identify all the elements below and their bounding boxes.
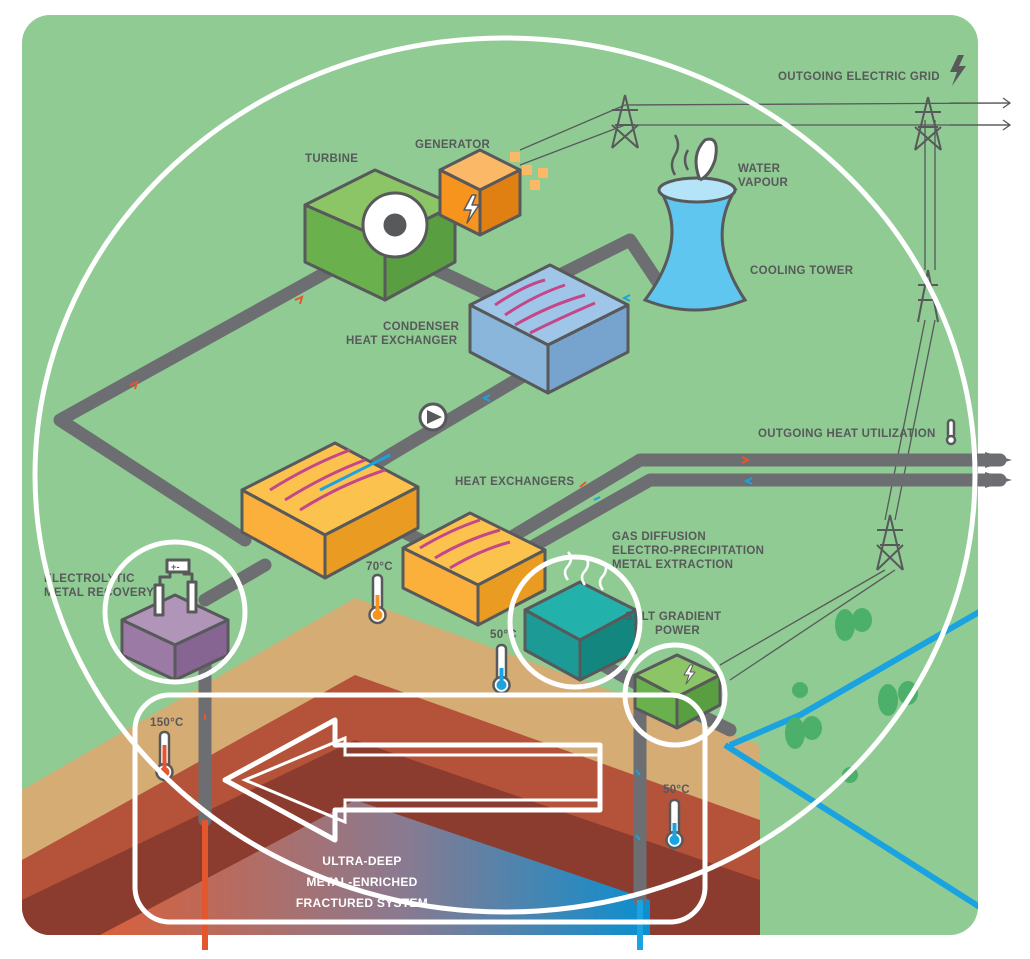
heat-exchanger-secondary	[401, 511, 547, 627]
label-turbine: TURBINE	[305, 153, 358, 165]
label-heat-exchangers: HEAT EXCHANGERS	[455, 476, 574, 488]
label-vapour: VAPOUR	[738, 177, 789, 189]
electrolytic-recovery-unit	[120, 558, 230, 682]
heat-exchanger-main	[240, 441, 420, 580]
label-condenser: CONDENSER HEAT EXCHANGER	[346, 321, 460, 347]
temp-50-salt: 50°C	[663, 784, 690, 796]
label-water: WATER	[738, 163, 781, 175]
river	[723, 742, 978, 923]
river	[728, 597, 978, 748]
generator	[438, 148, 522, 237]
label-condenser-2: HEAT EXCHANGER	[346, 335, 458, 347]
condenser-heat-exchanger	[468, 263, 630, 395]
highlight-reservoir-box	[132, 692, 708, 925]
reservoir	[100, 800, 650, 935]
label-generator: GENERATOR	[415, 139, 491, 151]
battery-label: +-	[171, 562, 180, 572]
highlight-circle-electrolytic	[102, 539, 248, 685]
label-water-vapour: WATER VAPOUR	[738, 163, 789, 189]
label-condenser-1: CONDENSER	[383, 321, 460, 333]
generator-parts	[510, 152, 548, 190]
flow-chevrons	[129, 294, 753, 841]
highlight-big-circle	[32, 35, 978, 915]
lightning-icon	[950, 55, 966, 86]
gas-diffusion-unit	[523, 551, 638, 682]
pump-icon	[418, 402, 448, 432]
temp-150: 150°C	[150, 717, 184, 729]
arrow-right-icon	[985, 452, 1012, 488]
cooling-tower	[642, 134, 748, 312]
label-outgoing-grid: OUTGOING ELECTRIC GRID	[778, 71, 940, 83]
power-lines	[519, 102, 1011, 681]
temp-70: 70°C	[366, 561, 393, 573]
turbine	[303, 168, 457, 302]
label-outgoing-heat: OUTGOING HEAT UTILIZATION	[758, 428, 936, 440]
flow-arrow-left-inner	[241, 735, 598, 825]
arrow-right-icon	[950, 97, 1012, 131]
label-cooling-tower: COOLING TOWER	[750, 265, 854, 277]
highlight-circle-gas	[507, 554, 643, 690]
